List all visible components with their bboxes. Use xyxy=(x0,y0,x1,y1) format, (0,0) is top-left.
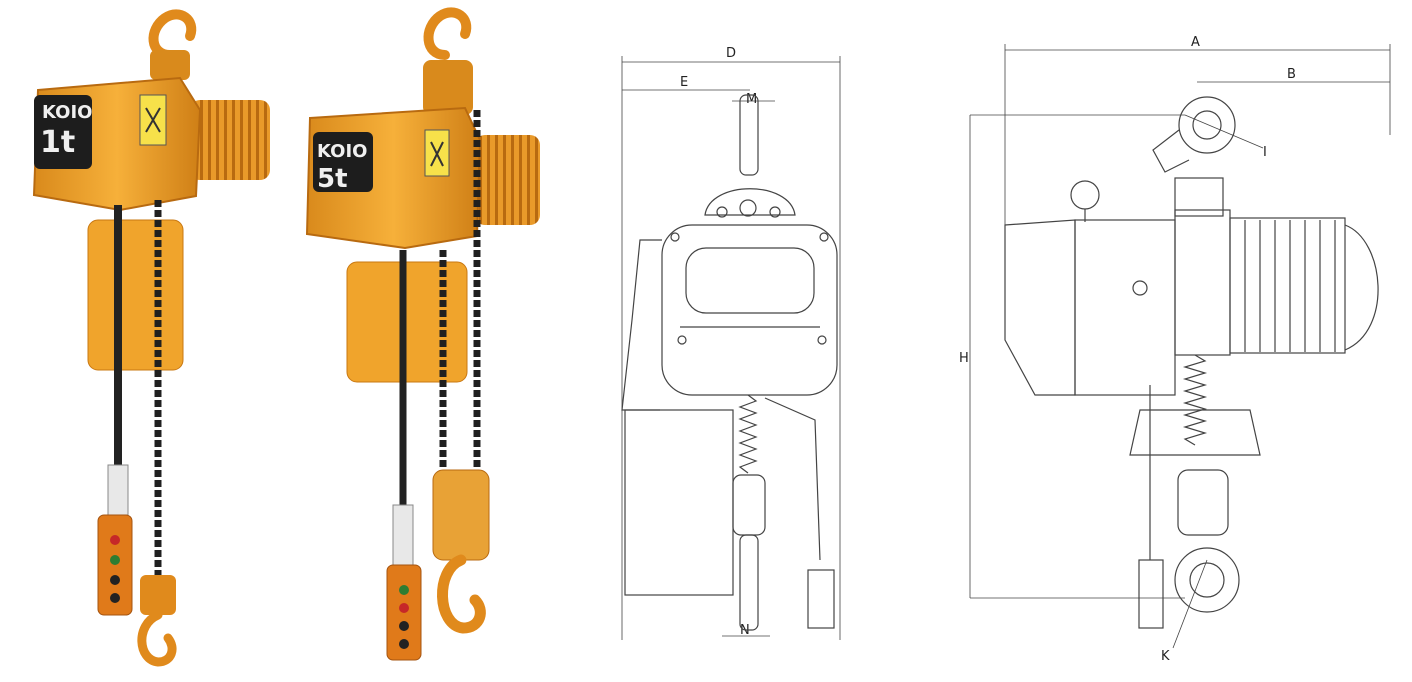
front-view-svg: D E M N xyxy=(621,46,841,640)
dim-e-label: E xyxy=(680,75,688,90)
dim-i-label: I xyxy=(1263,145,1267,160)
body-bolt-4 xyxy=(817,335,827,345)
down-button-icon xyxy=(399,639,409,649)
chain-spring xyxy=(1182,354,1208,446)
hoist-body-outline xyxy=(661,224,838,396)
top-hook xyxy=(148,9,197,60)
brand-text: KOIO xyxy=(317,141,367,162)
bracket-bolt-left xyxy=(716,206,728,218)
side-view-svg: A B H I K xyxy=(959,35,1391,664)
warning-x-icon xyxy=(145,107,161,133)
bottom-hook xyxy=(137,610,177,667)
gearbox-side-outline xyxy=(621,239,662,411)
motor-fins-outline xyxy=(1229,217,1346,354)
motor-flange xyxy=(1174,209,1231,356)
body-bolt-1 xyxy=(670,232,680,242)
capacity-text: 5t xyxy=(317,164,348,194)
brand-plate xyxy=(34,95,92,169)
bottom-hook-eye xyxy=(1174,547,1240,613)
up-button-icon xyxy=(399,621,409,631)
top-hook-outline xyxy=(739,94,759,176)
bottom-block-outline xyxy=(732,474,766,536)
chain-bag xyxy=(346,261,468,383)
top-hook-eye xyxy=(1178,96,1236,154)
down-button-icon xyxy=(110,593,120,603)
body-panel-outline xyxy=(685,247,815,314)
center-housing xyxy=(1074,219,1176,396)
start-button-icon xyxy=(399,585,409,595)
housing-bolt xyxy=(1132,280,1148,296)
front-view-drawing: D E M N xyxy=(600,0,870,678)
hook-mount xyxy=(1174,177,1224,217)
chain-spring xyxy=(738,394,758,474)
dim-d-label: D xyxy=(726,46,736,61)
dim-i-leader xyxy=(1184,114,1264,149)
bracket-bolt-right xyxy=(769,206,781,218)
brand-plate xyxy=(313,132,373,192)
hook-block xyxy=(150,50,190,80)
start-button-icon xyxy=(110,555,120,565)
dim-m-label: M xyxy=(746,92,757,107)
hoist-1t-photo: KOIO 1t xyxy=(0,0,300,678)
pendant-cable xyxy=(764,397,821,561)
top-hook-latch xyxy=(1152,129,1190,173)
bottom-hook-outline xyxy=(739,534,759,631)
bottom-hook xyxy=(437,554,486,634)
warning-x-icon xyxy=(430,141,444,167)
bracket-pin xyxy=(739,199,757,217)
motor-fins xyxy=(475,135,540,225)
chain-bag-outline xyxy=(624,409,734,596)
gearbox-outline xyxy=(1004,219,1076,396)
bottom-hook-inner xyxy=(1189,562,1225,598)
hoist-5t-illustration: KOIO 5t xyxy=(305,7,540,661)
cable-strain-relief xyxy=(107,464,129,516)
cable-strain-relief xyxy=(392,504,414,566)
suspension-bracket xyxy=(704,188,796,216)
bottom-block-outline xyxy=(1177,469,1229,536)
brand-text: KOIO xyxy=(42,102,92,123)
body-bolt-2 xyxy=(819,232,829,242)
side-view-drawing: A B H I K xyxy=(945,0,1412,678)
dim-k-leader xyxy=(1172,559,1208,649)
motor-fins xyxy=(190,100,270,180)
stop-button-icon xyxy=(399,603,409,613)
top-hook xyxy=(423,7,472,60)
pendant-outline xyxy=(1138,559,1164,629)
bottom-block xyxy=(140,575,176,615)
dim-k-label: K xyxy=(1161,649,1170,664)
bottom-block xyxy=(432,469,490,561)
dim-a-label: A xyxy=(1191,35,1200,50)
top-hook-inner xyxy=(1192,110,1222,140)
body-bolt-3 xyxy=(677,335,687,345)
capacity-text: 1t xyxy=(40,125,75,160)
hoist-1t-illustration: KOIO 1t xyxy=(32,9,270,667)
chain-bag-outline xyxy=(1129,409,1261,456)
eye-bolt xyxy=(1070,180,1100,210)
hoist-5t-photo: KOIO 5t xyxy=(295,0,545,678)
stop-button-icon xyxy=(110,535,120,545)
chain-bag xyxy=(87,219,184,371)
up-button-icon xyxy=(110,575,120,585)
dim-h-label: H xyxy=(959,351,969,366)
dim-b-label: B xyxy=(1287,67,1296,82)
pendant-outline xyxy=(807,569,835,629)
hook-block xyxy=(423,60,473,115)
motor-end-cap xyxy=(1344,224,1379,351)
